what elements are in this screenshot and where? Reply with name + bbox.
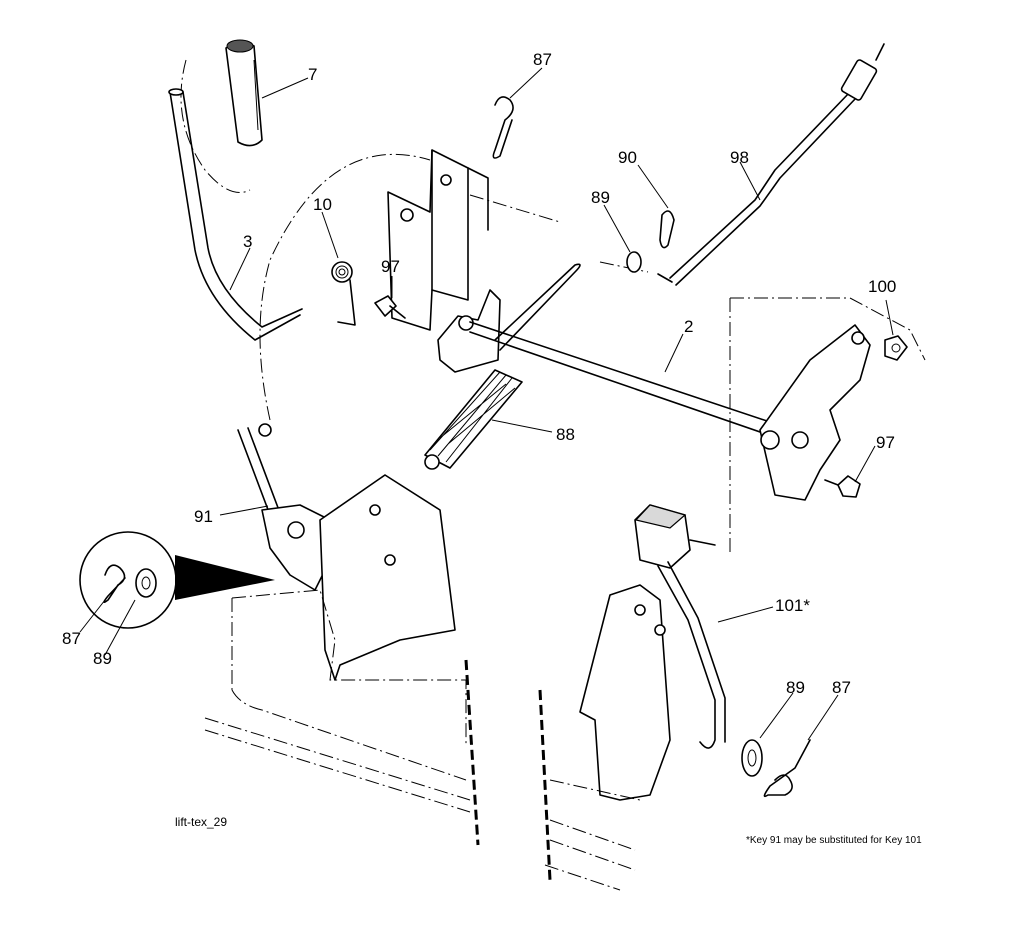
shoulder-bolt-part	[374, 295, 406, 319]
torsion-spring-part	[331, 261, 356, 326]
pivot-bracket-part	[437, 289, 501, 373]
adjust-link-part	[657, 561, 726, 749]
callout-3: 3	[243, 232, 252, 251]
extension-spring-part	[424, 369, 523, 470]
callout-87-inset: 87	[62, 629, 81, 648]
hair-pin-clip-part	[492, 96, 514, 159]
washer-part	[626, 251, 642, 273]
rear-lift-rod-part	[657, 43, 885, 286]
callout-89-inset: 89	[93, 649, 112, 668]
drawing-id: lift-tex_29	[175, 815, 227, 829]
callout-7: 7	[308, 65, 317, 84]
callout-91: 91	[194, 507, 213, 526]
callout-90: 90	[618, 148, 637, 167]
footnote: *Key 91 may be substituted for Key 101	[746, 835, 922, 846]
front-hanger-plate-part	[319, 474, 456, 681]
cotter-pin-part	[659, 210, 675, 249]
callout-10: 10	[313, 195, 332, 214]
callout-87-top: 87	[533, 50, 552, 69]
callout-101: 101*	[775, 596, 810, 615]
leader-lines	[79, 67, 894, 741]
lift-arm-part	[759, 324, 871, 501]
callout-97-right: 97	[876, 433, 895, 452]
front-link-part	[237, 423, 286, 521]
mounting-bracket-part	[387, 149, 489, 331]
adjust-block-part	[634, 504, 716, 569]
hair-pin-clip-right-part	[763, 739, 811, 798]
callout-88: 88	[556, 425, 575, 444]
lift-shaft-part	[469, 321, 801, 445]
callout-98: 98	[730, 148, 749, 167]
lift-lever-part	[168, 88, 303, 341]
detail-inset	[79, 531, 275, 629]
callout-87-right: 87	[832, 678, 851, 697]
callout-89-top: 89	[591, 188, 610, 207]
hex-nut-part	[884, 335, 908, 361]
callout-100: 100	[868, 277, 896, 296]
mower-deck-left	[204, 589, 480, 846]
washer-right-part	[741, 739, 763, 777]
callout-labels: 7 87 90 98 89 10 3 97 100 2 88 97 91 87 …	[62, 50, 896, 697]
callout-89-right: 89	[786, 678, 805, 697]
callout-2: 2	[684, 317, 693, 336]
right-hanger-plate-part	[579, 584, 671, 801]
spring-hook-part	[494, 263, 581, 351]
mower-deck-right	[538, 689, 641, 891]
handle-grip-part	[225, 39, 263, 147]
callout-97-upper: 97	[381, 257, 400, 276]
shoulder-bolt-right-part	[824, 475, 861, 498]
